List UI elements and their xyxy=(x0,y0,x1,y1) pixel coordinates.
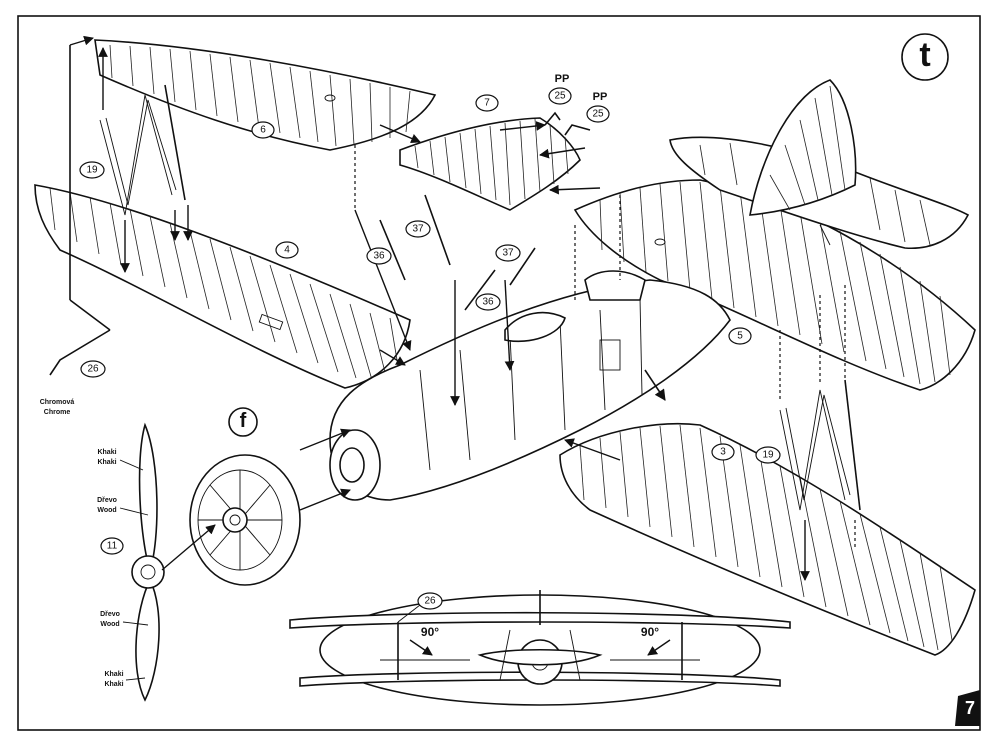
front-view-detail xyxy=(289,590,791,706)
upper-wing-left-part-6 xyxy=(94,39,437,151)
cockpit-opening xyxy=(504,311,566,342)
svg-text:19: 19 xyxy=(762,450,774,461)
khaki-bottom-label-en: Khaki xyxy=(104,681,123,688)
wire-part-26 xyxy=(49,329,111,376)
tail-assembly xyxy=(669,79,970,250)
assembly-arrows xyxy=(69,35,856,581)
part-number-25-b: 25 xyxy=(586,105,610,123)
part-number-37-mid: 37 xyxy=(495,244,521,262)
svg-text:f: f xyxy=(240,410,247,432)
svg-text:36: 36 xyxy=(482,297,494,308)
angle-label-left: 90° xyxy=(421,625,439,639)
step-badge: t xyxy=(901,33,949,81)
strut-group-left-19 xyxy=(99,84,186,216)
svg-text:25: 25 xyxy=(554,91,566,102)
part-number-4: 4 xyxy=(275,241,299,259)
angle-label-right: 90° xyxy=(641,625,659,639)
rear-cockpit xyxy=(584,270,646,301)
fuselage xyxy=(329,270,731,501)
propeller xyxy=(131,422,165,702)
part-number-26-detail: 26 xyxy=(417,592,443,610)
chrome-label-en: Chrome xyxy=(44,409,71,416)
part-number-19-right: 19 xyxy=(755,446,781,464)
khaki-top-label-cz: Khaki xyxy=(97,449,116,456)
upper-wing-center-part-7 xyxy=(399,117,581,211)
svg-text:7: 7 xyxy=(965,698,975,718)
svg-text:3: 3 xyxy=(720,447,726,458)
svg-text:25: 25 xyxy=(592,109,604,120)
svg-text:19: 19 xyxy=(86,165,98,176)
part-number-3: 3 xyxy=(711,443,735,461)
cabane-struts xyxy=(379,194,536,311)
svg-text:4: 4 xyxy=(284,245,290,256)
small-part-25-b xyxy=(564,124,591,136)
fuselage-insignia xyxy=(599,339,621,371)
svg-text:26: 26 xyxy=(424,596,436,607)
small-part-25-a xyxy=(544,111,561,126)
part-number-7: 7 xyxy=(475,94,499,112)
page-number-tab: 7 xyxy=(955,690,980,726)
svg-text:11: 11 xyxy=(107,541,118,552)
khaki-bottom-label-cz: Khaki xyxy=(104,671,123,678)
part-number-36-mid: 36 xyxy=(475,293,501,311)
part-number-6: 6 xyxy=(251,121,275,139)
svg-text:37: 37 xyxy=(502,248,514,259)
svg-text:t: t xyxy=(919,36,930,74)
strut-group-right-19 xyxy=(779,379,861,511)
pp-label-a: PP xyxy=(555,73,570,85)
wood-bottom-label-en: Wood xyxy=(100,621,119,628)
svg-text:6: 6 xyxy=(260,125,266,136)
svg-text:7: 7 xyxy=(484,98,490,109)
wood-bottom-label-cz: Dřevo xyxy=(100,611,120,618)
page-frame xyxy=(17,15,981,731)
svg-text:26: 26 xyxy=(87,364,99,375)
khaki-top-label-en: Khaki xyxy=(97,459,116,466)
wood-top-label-en: Wood xyxy=(97,507,116,514)
part-number-19-left: 19 xyxy=(79,161,105,179)
chrome-label-cz: Chromová xyxy=(40,399,75,406)
radial-engine xyxy=(189,454,301,586)
lower-wing-left-part-4 xyxy=(34,184,411,389)
part-number-37-top: 37 xyxy=(405,220,431,238)
sub-step-badge: f xyxy=(228,407,258,437)
upper-wing-right-part-5 xyxy=(573,179,976,391)
lower-wing-right-part-3 xyxy=(559,422,976,656)
pp-label-b: PP xyxy=(593,91,608,103)
svg-text:36: 36 xyxy=(373,251,385,262)
part-number-11: 11 xyxy=(100,537,124,555)
part-number-36-top: 36 xyxy=(366,247,392,265)
svg-text:37: 37 xyxy=(412,224,424,235)
svg-text:5: 5 xyxy=(737,331,743,342)
wood-top-label-cz: Dřevo xyxy=(97,497,117,504)
part-number-25-a: 25 xyxy=(548,87,572,105)
part-number-5: 5 xyxy=(728,327,752,345)
part-number-26-left: 26 xyxy=(80,360,106,378)
